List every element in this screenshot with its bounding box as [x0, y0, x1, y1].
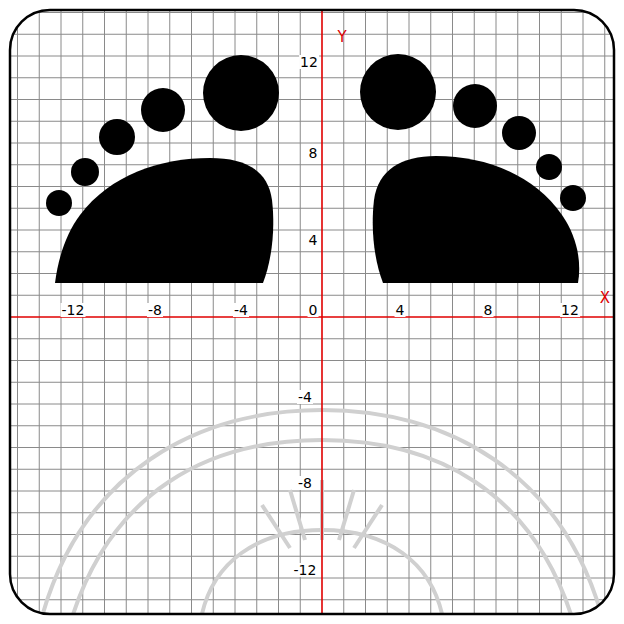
- tick-label: 0: [308, 303, 319, 317]
- axis-name: Y: [336, 30, 347, 45]
- grid-line: [10, 295, 614, 296]
- grid-line: [10, 599, 614, 600]
- grid-line: [10, 338, 614, 339]
- grid-line: [10, 12, 614, 13]
- grid-line: [10, 34, 614, 35]
- tick-label: 12: [299, 55, 319, 69]
- tick-label: 12: [560, 303, 580, 317]
- grid-line: [604, 10, 605, 614]
- tick-label: -4: [233, 303, 249, 317]
- tick-label: 8: [483, 303, 494, 317]
- grid-line: [10, 491, 614, 492]
- tick-label: 4: [395, 303, 406, 317]
- grid-line: [10, 469, 614, 470]
- grid-line: [104, 10, 105, 614]
- left-footprint: [46, 55, 279, 283]
- grid-line: [583, 10, 584, 614]
- grid-line: [517, 10, 518, 614]
- grid-line: [10, 512, 614, 513]
- grid-line: [10, 425, 614, 426]
- tick-label: -4: [297, 390, 313, 404]
- grid-line: [10, 578, 614, 579]
- tick-label: -8: [297, 476, 313, 490]
- grid-line: [452, 10, 453, 614]
- grid-line: [39, 10, 40, 614]
- grid-line: [10, 164, 614, 165]
- grid-line: [10, 534, 614, 535]
- grid-line: [539, 10, 540, 614]
- grid-line: [126, 10, 127, 614]
- tick-label: -8: [147, 303, 163, 317]
- grid-line: [10, 77, 614, 78]
- grid-area: [10, 10, 614, 614]
- grid-lines: [10, 10, 614, 614]
- y-axis: [321, 10, 323, 614]
- frame: [10, 10, 614, 614]
- axis-name: X: [599, 291, 611, 306]
- grid-line: [10, 447, 614, 448]
- grid-line: [191, 10, 192, 614]
- grid-line: [10, 99, 614, 100]
- grid-line: [10, 360, 614, 361]
- grid-line: [10, 382, 614, 383]
- right-footprint: [360, 54, 586, 283]
- tick-label: 8: [308, 146, 319, 160]
- grid-line: [17, 10, 18, 614]
- tick-label: 4: [308, 233, 319, 247]
- tick-label: -12: [293, 563, 318, 577]
- tick-label: -12: [61, 303, 86, 317]
